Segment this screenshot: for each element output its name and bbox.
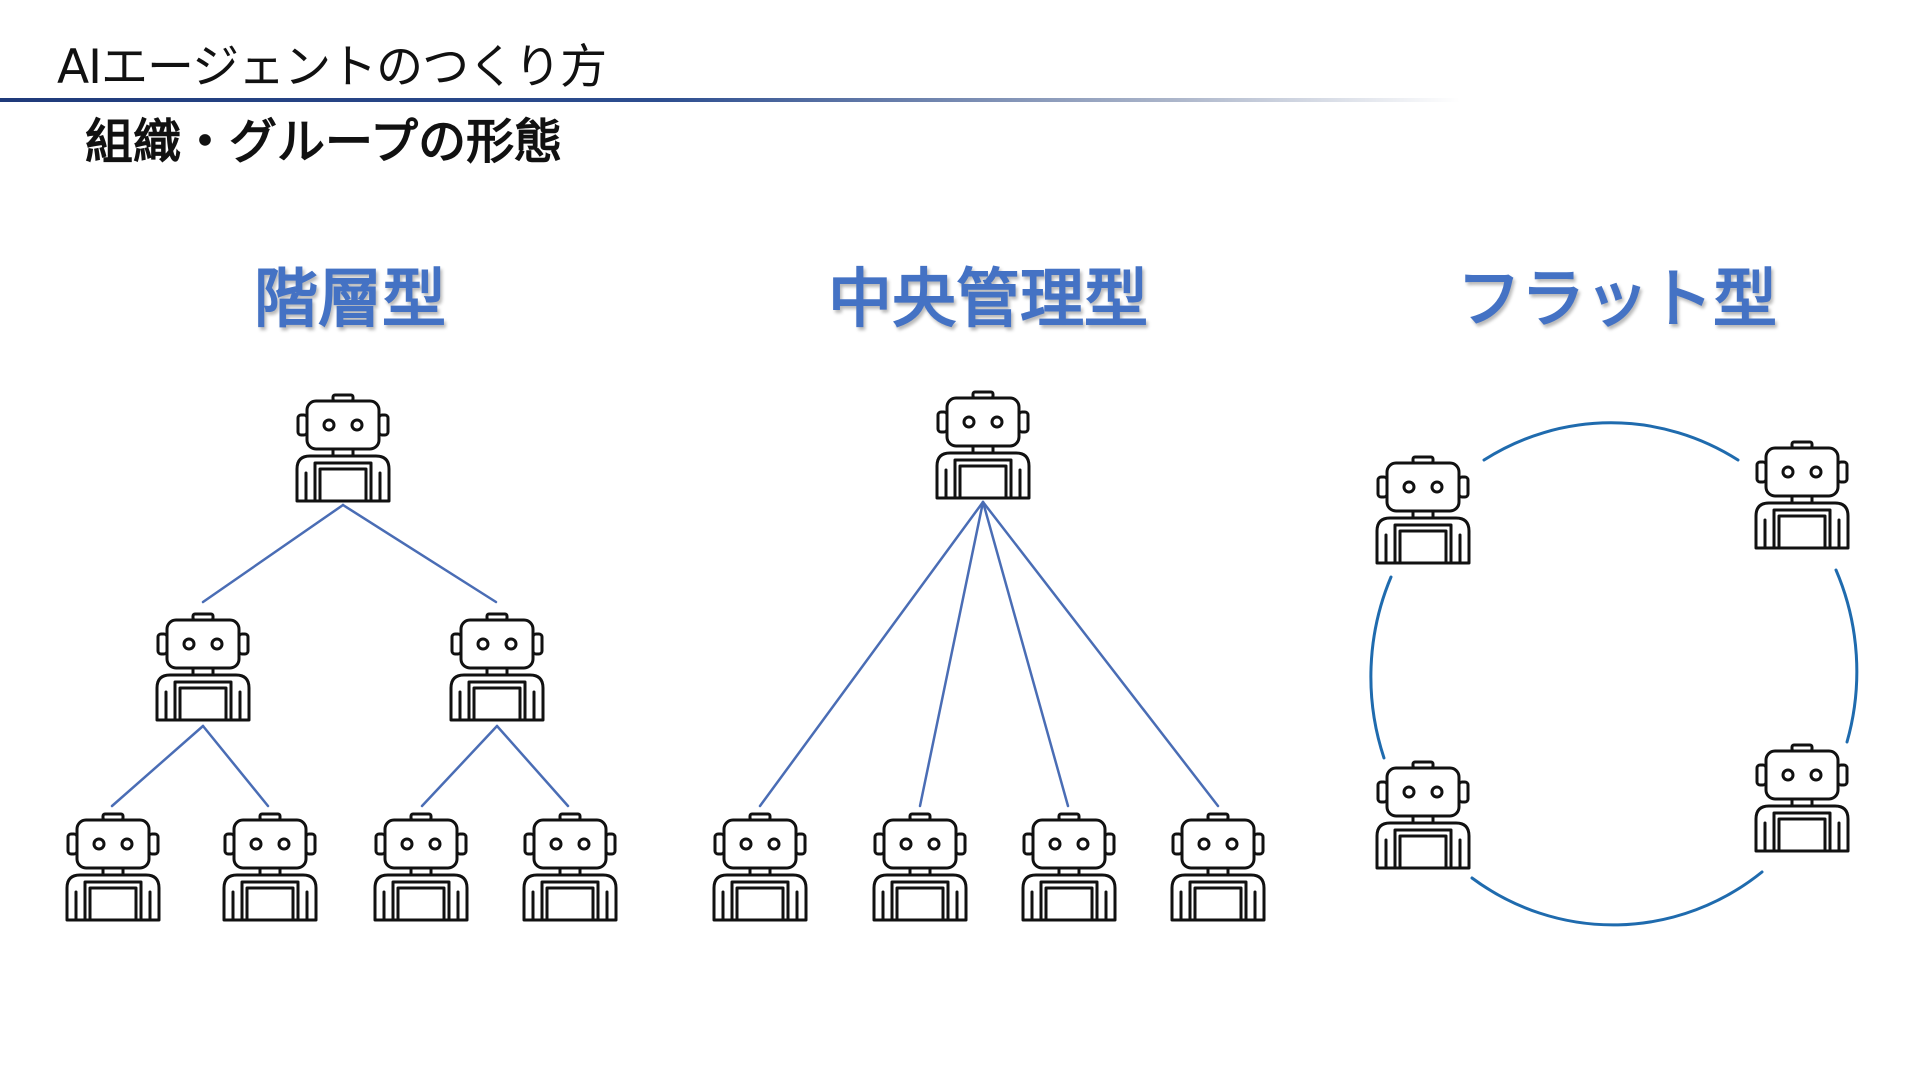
header-divider — [0, 98, 1460, 102]
robot-icon — [295, 393, 391, 503]
flat-label: フラット型 — [1457, 263, 1777, 337]
robot-icon — [1021, 812, 1117, 922]
connector-line — [110, 724, 205, 808]
connector-line — [201, 724, 270, 808]
robot-icon — [222, 812, 318, 922]
connector-line — [918, 500, 985, 808]
slide-header-title: AIエージェントのつくり方 — [57, 40, 607, 95]
robot-icon — [522, 812, 618, 922]
connector-line — [201, 503, 345, 604]
slide-heading: 組織・グループの形態 — [85, 114, 563, 170]
robot-icon — [1170, 812, 1266, 922]
robot-icon — [712, 812, 808, 922]
connector-line — [981, 500, 1070, 808]
robot-icon — [1754, 440, 1850, 550]
connector-line — [981, 500, 1220, 808]
central-label: 中央管理型 — [828, 263, 1148, 337]
robot-icon — [935, 390, 1031, 500]
connector-line — [420, 724, 499, 808]
robot-icon — [373, 812, 469, 922]
connector-line — [341, 503, 498, 604]
robot-icon — [1375, 760, 1471, 870]
flat-diagram — [1369, 421, 1859, 927]
ring-arc — [1470, 870, 1764, 927]
robot-icon — [872, 812, 968, 922]
hierarchical-label: 階層型 — [254, 263, 446, 337]
ring-arc — [1482, 421, 1740, 462]
robot-icon — [155, 612, 251, 722]
central-diagram — [712, 390, 1266, 922]
robot-icon — [449, 612, 545, 722]
ring-arc — [1834, 568, 1859, 744]
robot-icon — [1375, 455, 1471, 565]
hierarchical-diagram — [65, 393, 618, 922]
robot-icon — [1754, 743, 1850, 853]
connector-line — [758, 500, 985, 808]
robot-icon — [65, 812, 161, 922]
ring-arc — [1369, 575, 1393, 760]
connector-line — [495, 724, 570, 808]
